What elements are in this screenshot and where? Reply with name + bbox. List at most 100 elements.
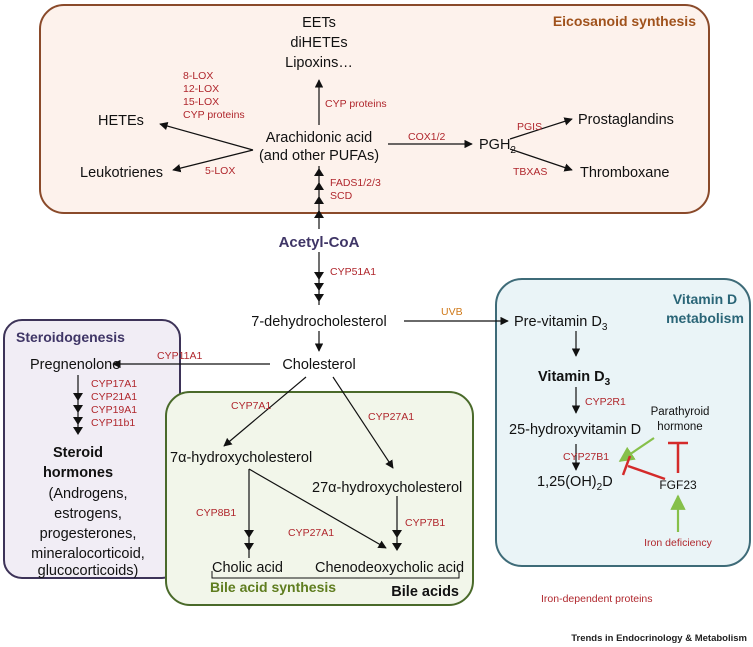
fads-enzyme-line2: SCD [330, 190, 353, 202]
thromboxane-label: Thromboxane [580, 165, 669, 181]
lox-enzyme-line3: 15-LOX [183, 96, 219, 108]
steroid-list-line3: progesterones, [40, 526, 137, 542]
lox-enzyme-line2: 12-LOX [183, 83, 219, 95]
regulation-marks [618, 437, 688, 532]
cyp11a1-enzyme: CYP11A1 [157, 350, 202, 362]
cyp21a1-enzyme: CYP21A1 [91, 391, 137, 403]
vitamin-d-section-box [495, 278, 751, 567]
steroid-list-line2: estrogens, [54, 506, 122, 522]
steroid-hormones-label-line1: Steroid [53, 445, 103, 461]
head-7dhc-3 [314, 294, 324, 302]
bile-section-box [165, 391, 474, 606]
hydroxycholesterol-7a-label: 7α-hydroxycholesterol [170, 450, 312, 466]
eets-label: EETs [302, 15, 336, 31]
hydroxyvitamin-d-label: 25-hydroxyvitamin D [509, 422, 641, 438]
eicosanoid-title: Eicosanoid synthesis [553, 13, 696, 29]
steroid-hormones-label-line2: hormones [43, 465, 113, 481]
head-steroid-3 [73, 417, 83, 425]
head-7dhc-1 [314, 272, 324, 280]
leukotrienes-label: Leukotrienes [80, 165, 163, 181]
head-steroid-4 [73, 427, 83, 435]
chenodeoxycholic-acid-label: Chenodeoxycholic acid [315, 560, 464, 576]
cyp7b1-enzyme: CYP7B1 [405, 517, 445, 529]
pth-stimulates-cyp27b1 [618, 437, 655, 462]
arachidonic-acid-label-line1: Arachidonic acid [266, 130, 372, 146]
pathway-arrows [77, 79, 581, 558]
lox-enzyme-line1: 8-LOX [183, 70, 213, 82]
previtamin-d3-base: Pre-vitamin D [514, 314, 602, 330]
parathyroid-label-line2: hormone [657, 421, 702, 433]
vitamin-d3-label: Vitamin D3 [538, 369, 611, 388]
lox5-enzyme: 5-LOX [205, 165, 235, 177]
head-cdca-1 [392, 530, 402, 538]
cox-enzyme: COX1/2 [408, 131, 446, 143]
head-aa-3 [314, 196, 324, 204]
cyp27a1-enzyme-top: CYP27A1 [368, 411, 414, 423]
pgh2-label: PGH2 [479, 137, 516, 156]
cyp2r1-enzyme: CYP2R1 [585, 396, 626, 408]
head-7dhc-2 [314, 283, 324, 291]
bile-acids-bracket [211, 571, 460, 579]
cyp19a1-enzyme: CYP19A1 [91, 404, 137, 416]
hetes-label: HETEs [98, 113, 144, 129]
cyp-proteins-enzyme: CYP proteins [325, 98, 387, 110]
previtamin-d3-subscript: 3 [602, 322, 608, 333]
steroid-list-line1: (Androgens, [49, 486, 128, 502]
cyp7a1-enzyme: CYP7A1 [231, 400, 271, 412]
journal-footer: Trends in Endocrinology & Metabolism [571, 633, 747, 644]
uvb-label: UVB [441, 306, 463, 318]
lox-enzyme-line4: CYP proteins [183, 109, 245, 121]
cyp27b1-enzyme: CYP27B1 [563, 451, 609, 463]
steroid-list-line4: mineralocorticoid, [31, 546, 145, 562]
arrow-pgh2-to-thromboxane [509, 148, 573, 172]
vitamin-d3-base: Vitamin D [538, 369, 605, 385]
steroidogenesis-title: Steroidogenesis [16, 329, 125, 345]
head-aa-2 [314, 182, 324, 190]
fads-enzyme-line1: FADS1/2/3 [330, 177, 381, 189]
dihetes-label: diHETEs [290, 35, 347, 51]
vitamin-d-title-line2: metabolism [666, 310, 744, 326]
cyp8b1-enzyme: CYP8B1 [196, 507, 236, 519]
cholesterol-label: Cholesterol [282, 357, 355, 373]
tbxas-enzyme: TBXAS [513, 166, 547, 178]
calcitriol-part1: 1,25(OH) [537, 474, 597, 490]
head-steroid-2 [73, 405, 83, 413]
head-aa-1 [314, 168, 324, 176]
cyp51a1-enzyme: CYP51A1 [330, 266, 376, 278]
cyp27a1-enzyme-mid: CYP27A1 [288, 527, 334, 539]
parathyroid-label-line1: Parathyroid [651, 406, 710, 418]
prostaglandins-label: Prostaglandins [578, 112, 674, 128]
steroid-list-line5: glucocorticoids) [38, 563, 139, 579]
arrow-7a-to-cdca [248, 468, 387, 549]
pgh2-base: PGH [479, 137, 510, 153]
calcitriol-label: 1,25(OH)2D [537, 474, 613, 493]
fgf23-inhibits-cyp27b1-bar [621, 455, 632, 476]
head-cholic-1 [244, 530, 254, 538]
pregnenolone-label: Pregnenolone [30, 357, 120, 373]
arachidonic-acid-label-line2: (and other PUFAs) [259, 148, 379, 164]
legend-iron-dependent: Iron-dependent proteins [541, 593, 653, 605]
fgf23-inhibits-cyp27b1 [627, 464, 666, 481]
head-cdca-2 [392, 543, 402, 551]
head-cholic-2 [244, 543, 254, 551]
lipoxins-label: Lipoxins… [285, 55, 353, 71]
pgh2-subscript: 2 [510, 145, 516, 156]
hydroxycholesterol-27a-label: 27α-hydroxycholesterol [312, 480, 462, 496]
bile-title: Bile acid synthesis [210, 579, 336, 595]
arrow-aa-to-hetes [159, 121, 254, 151]
dehydrocholesterol-label: 7-dehydrocholesterol [251, 314, 386, 330]
fgf23-label: FGF23 [659, 478, 697, 492]
vitamin-d3-subscript: 3 [605, 377, 611, 388]
pgis-enzyme: PGIS [517, 121, 542, 133]
arrow-aa-to-leukotrienes [172, 149, 254, 173]
multistep-heads [73, 168, 402, 551]
calcitriol-part2: D [602, 474, 612, 490]
head-aa-4 [314, 210, 324, 218]
previtamin-d3-label: Pre-vitamin D3 [514, 314, 608, 333]
head-steroid-1 [73, 393, 83, 401]
arrow-pgh2-to-prostaglandins [509, 117, 573, 140]
arrow-cholesterol-to-7a [223, 376, 307, 447]
bile-acids-label: Bile acids [391, 584, 459, 600]
cholic-acid-label: Cholic acid [212, 560, 283, 576]
